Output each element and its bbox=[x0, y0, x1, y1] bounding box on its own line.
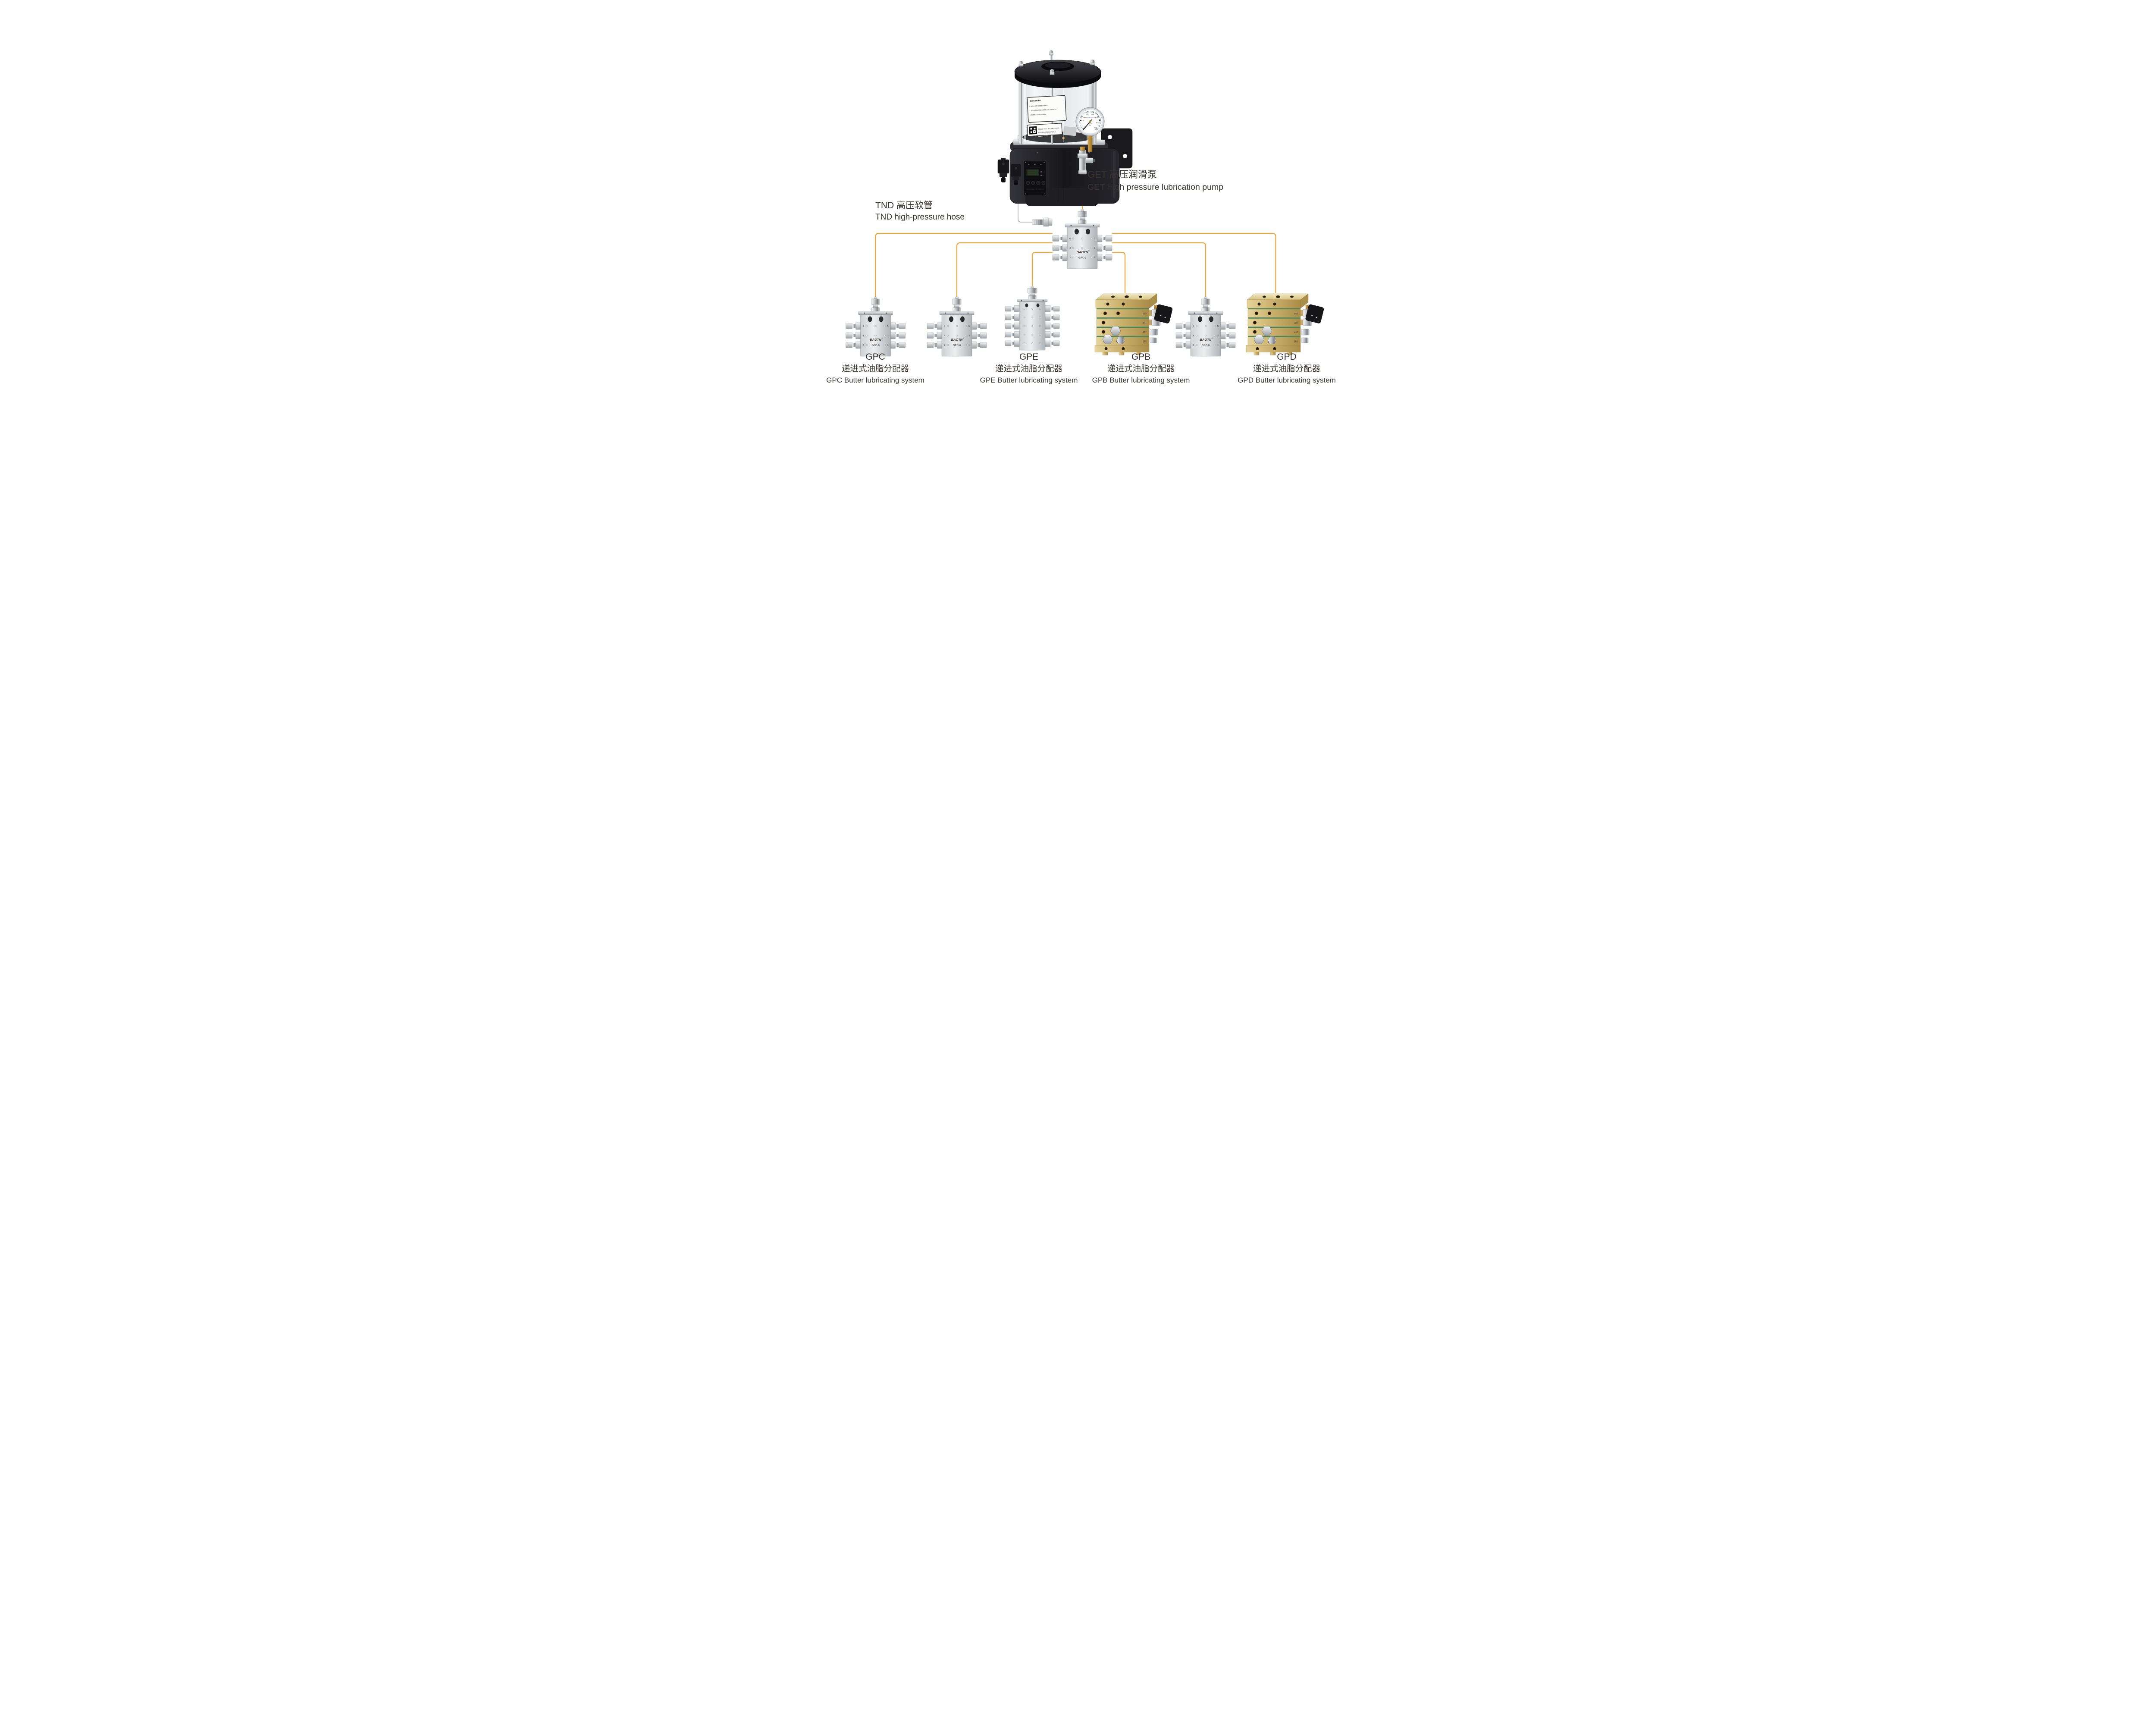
distributor-gpb bbox=[1094, 293, 1173, 355]
distributor-gpe bbox=[1005, 286, 1060, 351]
cable-connector-2 bbox=[1010, 163, 1022, 185]
master-distributor-gpc6 bbox=[1032, 209, 1112, 269]
pump-label-en: GET High pressure lubrication pump bbox=[1087, 182, 1223, 192]
hose-port6-to-gpc bbox=[875, 232, 1053, 298]
lamp-label-lub: LUB bbox=[1043, 171, 1045, 173]
gpc-name: GPC bbox=[865, 352, 885, 362]
gauge-num-600: 600 bbox=[1096, 122, 1099, 124]
gauge-kg-scale: 0 100 200 300 400 500 600 700 bbox=[1081, 113, 1099, 129]
rst-button-label: RST bbox=[1043, 183, 1045, 184]
hose-label-en: TND high-pressure hose bbox=[875, 213, 965, 222]
gauge-psi-7000: 7000 bbox=[1095, 113, 1097, 114]
hose-port3-to-gpc5 bbox=[1112, 242, 1206, 298]
pressure-gauge: 0 100 200 300 400 500 600 700 7000 8000 … bbox=[1075, 107, 1105, 136]
up-button bbox=[1031, 181, 1035, 185]
set-button-label: SET bbox=[1027, 183, 1029, 184]
company-name-en: BAOTN Intelligent Lubrication Technology… bbox=[1023, 191, 1047, 193]
get-pump: Power Pressure Level LUB INT SET △ ▽ RST… bbox=[997, 50, 1133, 206]
qr-label-line1: 扫描左边二维码，加入宝腾公众服务号， bbox=[1038, 127, 1060, 130]
gauge-psi-10000: 10000 bbox=[1095, 129, 1098, 130]
down-button bbox=[1036, 181, 1040, 185]
gauge-num-500: 500 bbox=[1095, 116, 1098, 119]
gauge-psi-8000: 8000 bbox=[1099, 119, 1101, 120]
gauge-psi-scale: 7000 8000 9000 10000 bbox=[1095, 113, 1102, 130]
manifold-block bbox=[1052, 209, 1112, 269]
gpb-en: GPB Butter lubricating system bbox=[1092, 376, 1190, 384]
qr-code-icon bbox=[1029, 126, 1037, 135]
bracket-hole bbox=[1108, 135, 1112, 139]
gauge-num-700: 700 bbox=[1094, 126, 1097, 129]
gpe-en: GPE Butter lubricating system bbox=[980, 376, 1078, 384]
gpd-cn: 递进式油脂分配器 bbox=[1253, 364, 1320, 373]
gpc-cn: 递进式油脂分配器 bbox=[842, 364, 909, 373]
rst-button bbox=[1041, 181, 1046, 185]
spec-label-line2: 2. 必须使用指定的清洁润滑脂（NLGI 000#-2#） bbox=[1029, 108, 1057, 111]
distributor-gpc bbox=[846, 296, 906, 357]
gauge-unit-primary: kg/cm² bbox=[1088, 123, 1092, 125]
spec-label-line3: 3. 加油时必须从加油口加油。 bbox=[1030, 113, 1047, 116]
spec-label-line1: 1. 使用前请仔细阅读使用说明书。 bbox=[1029, 104, 1049, 107]
minor-ticks-arc bbox=[1081, 112, 1100, 129]
qr-label: 扫描左边二维码，加入宝腾公众服务号， 获取产品说明书和其他产品信息。 bbox=[1027, 123, 1062, 137]
distributor-gpd bbox=[1246, 293, 1325, 355]
hose-label-cn: TND 高压软管 bbox=[875, 201, 933, 210]
company-name-cn: 宝腾智能润滑技术(东莞)有限公司 bbox=[1026, 188, 1044, 190]
gauge-num-200: 200 bbox=[1082, 116, 1085, 119]
major-ticks bbox=[1080, 112, 1100, 129]
outlet-assembly bbox=[1077, 132, 1095, 175]
set-button bbox=[1026, 181, 1030, 185]
gpb-cn: 递进式油脂分配器 bbox=[1107, 364, 1175, 373]
up-button-label: △ bbox=[1033, 182, 1034, 184]
hose-port1-to-gpb bbox=[1112, 251, 1126, 294]
psi-scale-arc bbox=[1079, 111, 1101, 129]
gpe-cn: 递进式油脂分配器 bbox=[995, 364, 1062, 373]
gauge-hub bbox=[1089, 120, 1091, 123]
manifold-inlet-fitting bbox=[1032, 217, 1053, 227]
gauge-title: PRESSURE GAUGE bbox=[1084, 117, 1096, 119]
qr-label-line2: 获取产品说明书和其他产品信息。 bbox=[1038, 130, 1057, 133]
spec-label-title: 使用与注意事项 bbox=[1029, 99, 1041, 102]
led-row-label: Power Pressure Level bbox=[1030, 167, 1040, 168]
gauge-num-0: 0 bbox=[1084, 126, 1085, 128]
hose-port2-to-gpe bbox=[1031, 251, 1053, 287]
gpd-en: GPD Butter lubricating system bbox=[1238, 376, 1336, 384]
gauge-num-300: 300 bbox=[1086, 113, 1089, 116]
pump-suction-line bbox=[1018, 189, 1033, 223]
hose-port5-to-gpd bbox=[1112, 232, 1276, 294]
stirring-paddle bbox=[1063, 126, 1077, 136]
cable-connector-1 bbox=[997, 158, 1009, 182]
lamp-label-int: INT bbox=[1043, 175, 1045, 176]
bracket-hole bbox=[1123, 154, 1127, 158]
pump-label-cn: GET 高压润滑泵 bbox=[1087, 169, 1157, 180]
gpd-name: GPD bbox=[1277, 352, 1297, 362]
down-button-label: ▽ bbox=[1038, 182, 1039, 184]
reservoir-cap bbox=[1014, 60, 1101, 88]
hose-port4-to-gpc2 bbox=[956, 242, 1053, 298]
acorn-nuts bbox=[1018, 50, 1095, 75]
gpc-en: GPC Butter lubricating system bbox=[826, 376, 924, 384]
distributor-gpc-2 bbox=[927, 296, 987, 357]
control-panel: Power Pressure Level LUB INT SET △ ▽ RST… bbox=[1023, 160, 1047, 196]
system-diagram: 6 4 2 5 3 1 BAOTN ® GPC-6 bbox=[826, 50, 1336, 384]
diagram-canvas: 6 4 2 5 3 1 BAOTN ® GPC-6 bbox=[761, 0, 1395, 432]
gpb-name: GPB bbox=[1131, 352, 1150, 362]
gauge-num-100: 100 bbox=[1081, 119, 1084, 122]
distributor-gpc-5 bbox=[1175, 296, 1236, 357]
gauge-num-400: 400 bbox=[1091, 113, 1094, 116]
spec-label: 使用与注意事项 1. 使用前请仔细阅读使用说明书。 2. 必须使用指定的清洁润滑… bbox=[1027, 95, 1067, 123]
gauge-psi-9000: 9000 bbox=[1098, 125, 1100, 127]
distributor-labels: GPC 递进式油脂分配器 GPC Butter lubricating syst… bbox=[826, 352, 1336, 384]
gpe-name: GPE bbox=[1019, 352, 1038, 362]
hose-lines bbox=[875, 170, 1276, 298]
